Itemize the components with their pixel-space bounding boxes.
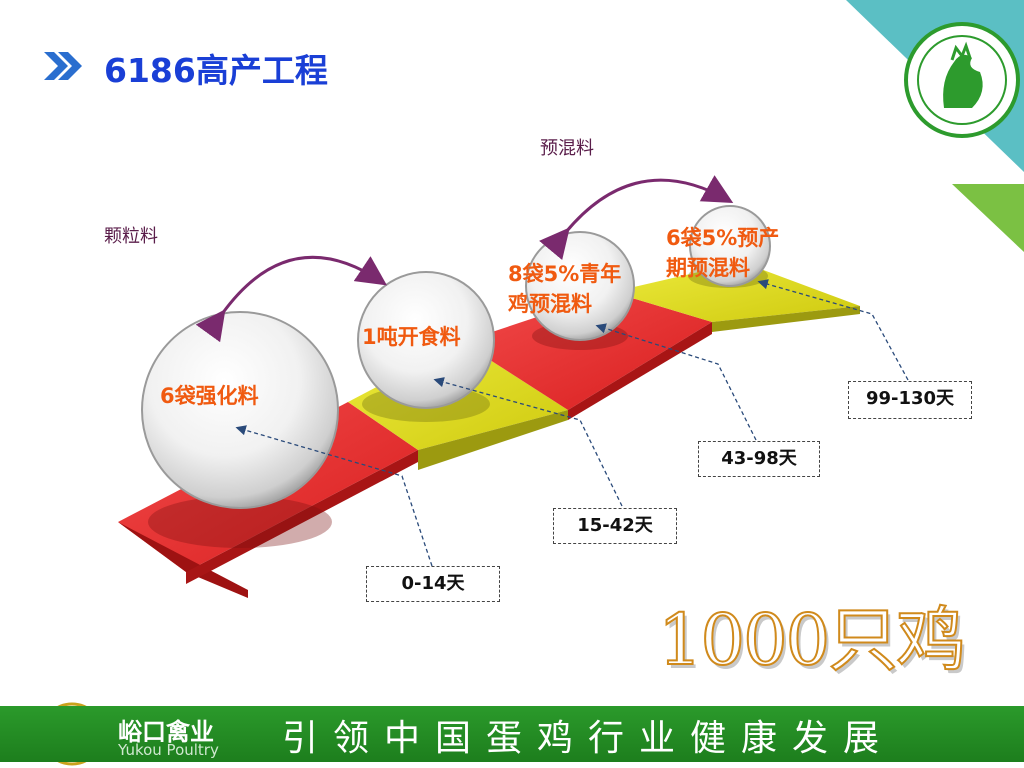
stage-3-days: 43-98天 (698, 441, 820, 477)
headline-1000-chickens: 1000只鸡 (657, 598, 967, 682)
stage-3-name-line-1: 8袋5%青年 (508, 262, 622, 286)
stage-3-name-line-2: 鸡预混料 (508, 292, 592, 316)
leader-line-2 (433, 377, 623, 507)
footer-brand-cn: 峪口禽业 (118, 718, 214, 746)
staircase-band (118, 262, 860, 598)
leader-line-3 (595, 323, 757, 441)
footer-slogan: 引领中国蛋鸡行业健康发展 (282, 718, 895, 759)
stage-4-name-line-1: 6袋5%预产 (666, 226, 780, 250)
leader-line-1 (235, 425, 433, 567)
footer-brand-en: Yukou Poultry (118, 741, 219, 759)
category-label-pellet: 颗粒料 (104, 226, 158, 247)
stage-2-name: 1吨开食料 (362, 325, 461, 349)
stage-4-name-line-2: 期预混料 (666, 256, 750, 280)
stage-4-days: 99-130天 (848, 381, 972, 419)
stage-1-days: 0-14天 (366, 566, 500, 602)
stage-4-name: 6袋5%预产 期预混料 (666, 223, 779, 283)
chevron-right-icon (44, 52, 82, 80)
footer-bar (0, 706, 1024, 762)
university-seal-logo (904, 22, 1020, 138)
premix-arc-arrow (539, 175, 734, 261)
stage-2-days: 15-42天 (553, 508, 677, 544)
page-title: 6186高产工程 (104, 51, 328, 90)
stage-3-name: 8袋5%青年 鸡预混料 (508, 259, 621, 319)
stage-1-name: 6袋强化料 (160, 384, 259, 408)
pellet-arc-arrow (195, 255, 387, 343)
corner-green-shape (952, 184, 1024, 252)
category-label-premix: 预混料 (540, 138, 594, 159)
